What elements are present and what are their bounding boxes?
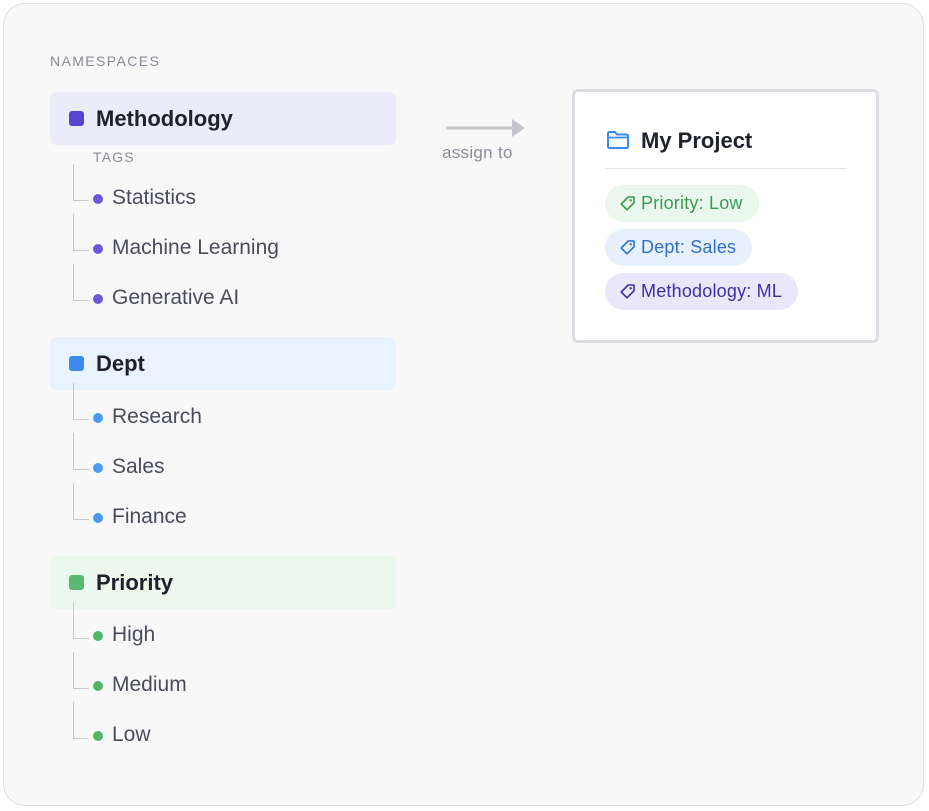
folder-icon xyxy=(606,130,630,150)
tree-connector xyxy=(73,164,89,201)
tag-dot xyxy=(93,244,103,254)
chip-label: Methodology: ML xyxy=(641,281,783,301)
tag-icon xyxy=(619,239,636,256)
tag-dot xyxy=(93,463,103,473)
namespace-color-swatch xyxy=(69,356,84,371)
tag-dot xyxy=(93,194,103,204)
tree-connector xyxy=(73,264,89,301)
chip-priority-low[interactable]: Priority: Low xyxy=(605,185,759,222)
tag-icon xyxy=(619,195,636,212)
assign-arrow-icon xyxy=(446,117,526,139)
tag-sales[interactable]: Sales xyxy=(112,455,165,478)
tag-low[interactable]: Low xyxy=(112,723,151,746)
tree-connector xyxy=(73,702,89,739)
tree-connector xyxy=(73,383,89,420)
tag-dot xyxy=(93,631,103,641)
card-divider xyxy=(605,168,847,169)
tag-dot xyxy=(93,513,103,523)
namespaces-heading: NAMESPACES xyxy=(50,53,161,69)
tree-connector xyxy=(73,652,89,689)
namespace-dept[interactable]: Dept xyxy=(50,337,396,390)
tag-statistics[interactable]: Statistics xyxy=(112,186,197,209)
tag-finance[interactable]: Finance xyxy=(112,505,187,528)
namespace-methodology[interactable]: Methodology xyxy=(50,92,396,145)
tags-heading: TAGS xyxy=(93,149,135,165)
tag-machine-learning[interactable]: Machine Learning xyxy=(112,236,279,259)
namespace-priority[interactable]: Priority xyxy=(50,556,396,609)
tag-medium[interactable]: Medium xyxy=(112,673,187,696)
chip-methodology-ml[interactable]: Methodology: ML xyxy=(605,273,799,310)
namespace-name: Priority xyxy=(96,570,174,595)
tree-connector xyxy=(73,433,89,470)
namespace-color-swatch xyxy=(69,111,84,126)
namespace-color-swatch xyxy=(69,575,84,590)
tag-high[interactable]: High xyxy=(112,623,156,646)
tree-connector xyxy=(73,214,89,251)
tag-dot xyxy=(93,681,103,691)
project-card[interactable]: My Project Priority: Low Dept: Sales Met… xyxy=(572,89,879,343)
chip-dept-sales[interactable]: Dept: Sales xyxy=(605,229,753,266)
tag-research[interactable]: Research xyxy=(112,405,202,428)
namespace-name: Dept xyxy=(96,351,145,376)
tag-dot xyxy=(93,294,103,304)
tag-generative-ai[interactable]: Generative AI xyxy=(112,286,240,309)
tag-dot xyxy=(93,413,103,423)
tree-connector xyxy=(73,602,89,639)
chip-label: Dept: Sales xyxy=(641,237,737,257)
tag-dot xyxy=(93,731,103,741)
tree-connector xyxy=(73,483,89,520)
project-title: My Project xyxy=(641,128,753,153)
assign-to-label: assign to xyxy=(442,143,513,162)
chip-label: Priority: Low xyxy=(641,193,743,213)
tag-icon xyxy=(619,283,636,300)
namespace-name: Methodology xyxy=(96,106,233,131)
